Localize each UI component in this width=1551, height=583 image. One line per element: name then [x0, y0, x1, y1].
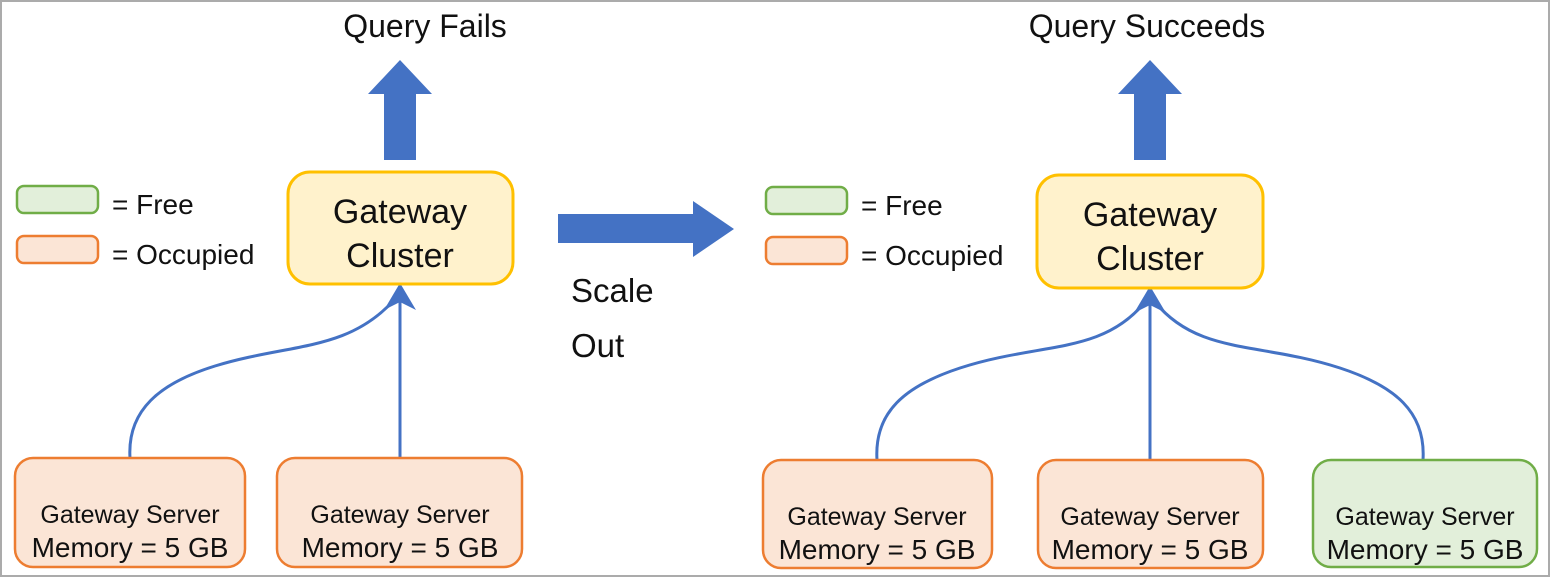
cluster-label-line1: Gateway	[333, 193, 467, 231]
server-box-occupied: Gateway Server Memory = 5 GB	[761, 458, 994, 570]
server-rect	[1036, 458, 1265, 570]
diagram-before: Query Fails = Free = Occupied Gateway Cl…	[13, 8, 524, 569]
connector-arrowhead-icon	[1134, 286, 1166, 313]
server-label-line1: Gateway Server	[310, 501, 489, 529]
up-arrow-icon	[368, 60, 432, 160]
server-box-occupied: Gateway Server Memory = 5 GB	[275, 456, 524, 569]
connector-curve	[1153, 301, 1425, 461]
cluster-box-before	[286, 170, 515, 286]
cluster-label-line1: Gateway	[1083, 196, 1217, 234]
connectors-after	[875, 301, 1425, 461]
right-arrow-icon	[558, 201, 734, 257]
server-label-line1: Gateway Server	[1060, 503, 1239, 531]
server-label-line2: Memory = 5 GB	[302, 532, 499, 563]
server-box-occupied: Gateway Server Memory = 5 GB	[13, 456, 247, 569]
server-rect	[13, 456, 247, 569]
legend-occupied-swatch	[15, 234, 100, 265]
server-label-line2: Memory = 5 GB	[1327, 534, 1524, 565]
up-arrow-icon	[1118, 60, 1182, 160]
legend-free-label: = Free	[861, 190, 943, 221]
server-rect	[1311, 458, 1539, 569]
transition: Scale Out	[558, 201, 734, 364]
transition-label-line1: Scale	[571, 272, 654, 309]
legend-free-label: = Free	[112, 189, 194, 220]
connector-curve	[128, 298, 397, 459]
diagram-after: Query Succeeds = Free = Occupied Gateway…	[761, 8, 1539, 570]
server-box-occupied: Gateway Server Memory = 5 GB	[1036, 458, 1265, 570]
cluster-label-line2: Cluster	[1096, 240, 1204, 278]
server-box-free: Gateway Server Memory = 5 GB	[1311, 458, 1539, 569]
connector-curve	[875, 301, 1147, 461]
cluster-box-after	[1035, 173, 1265, 290]
cluster-label-line2: Cluster	[346, 237, 454, 275]
connectors-before	[128, 298, 402, 459]
legend-occupied-swatch	[764, 235, 849, 266]
legend-after: = Free = Occupied	[764, 185, 1003, 271]
legend-free-swatch	[15, 184, 100, 215]
server-label-line2: Memory = 5 GB	[779, 534, 976, 565]
server-rect	[275, 456, 524, 569]
legend-before: = Free = Occupied	[15, 184, 254, 270]
transition-label-line2: Out	[571, 327, 624, 364]
server-label-line1: Gateway Server	[1335, 503, 1514, 531]
legend-occupied-label: = Occupied	[112, 239, 254, 270]
server-label-line1: Gateway Server	[787, 503, 966, 531]
outcome-label-after: Query Succeeds	[1029, 8, 1266, 44]
server-label-line1: Gateway Server	[40, 501, 219, 529]
outcome-label-before: Query Fails	[343, 8, 507, 44]
server-label-line2: Memory = 5 GB	[32, 532, 229, 563]
legend-free-swatch	[764, 185, 849, 216]
legend-occupied-label: = Occupied	[861, 240, 1003, 271]
server-label-line2: Memory = 5 GB	[1052, 534, 1249, 565]
connector-arrowhead-icon	[384, 283, 416, 310]
server-rect	[761, 458, 994, 570]
